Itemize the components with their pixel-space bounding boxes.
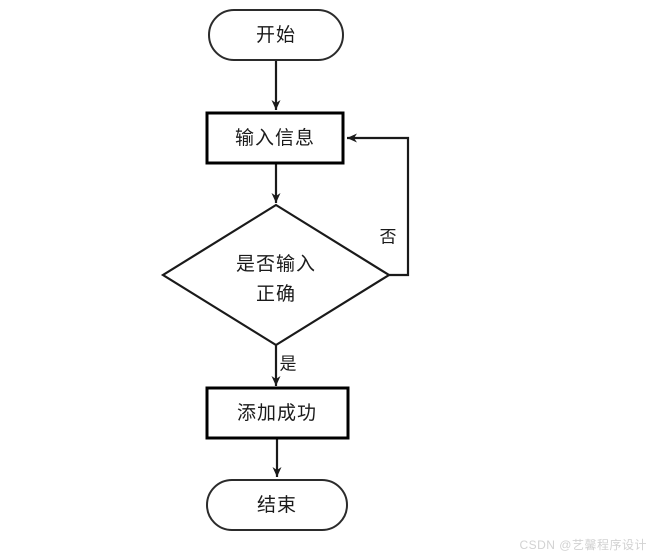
end-label: 结束 [257, 494, 297, 516]
input-label: 输入信息 [235, 127, 315, 149]
csdn-watermark: CSDN @艺馨程序设计 [519, 538, 647, 552]
node-end[interactable]: 结束 [206, 479, 348, 531]
edge-label-no: 否 [380, 227, 397, 246]
end-terminator-shape [206, 479, 348, 531]
edge-decision-to-input-loop [347, 133, 410, 277]
node-input-info[interactable]: 输入信息 [205, 111, 345, 165]
edge-label-yes: 是 [280, 354, 297, 373]
success-label: 添加成功 [237, 402, 317, 424]
node-start[interactable]: 开始 [208, 9, 344, 61]
node-decision[interactable]: 是否输入 正确 [160, 203, 392, 347]
decision-label-line2: 正确 [256, 283, 296, 305]
decision-diamond-shape [160, 203, 392, 347]
success-process-shape [205, 386, 350, 440]
connector-group [271, 60, 410, 477]
input-process-shape [205, 111, 345, 165]
decision-label-line1: 是否输入 [236, 253, 316, 275]
start-label: 开始 [256, 24, 296, 46]
node-add-success[interactable]: 添加成功 [205, 386, 350, 440]
start-terminator-shape [208, 9, 344, 61]
